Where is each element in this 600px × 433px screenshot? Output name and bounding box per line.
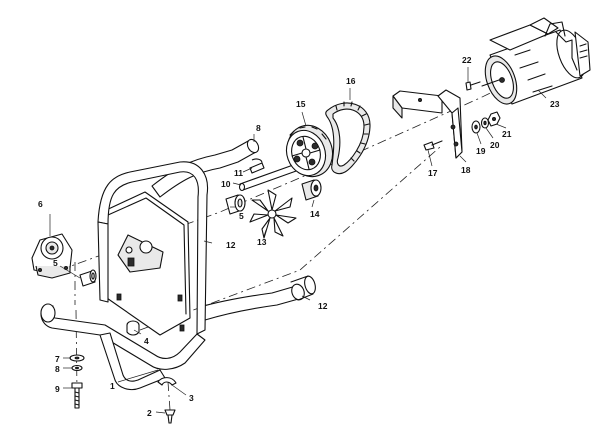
callout-18: 18 <box>461 165 471 175</box>
callout-12: 12 <box>226 240 236 250</box>
key-11 <box>249 158 265 174</box>
foot-pad <box>126 320 140 336</box>
timing-belt-16 <box>325 101 371 175</box>
main-frame <box>40 161 209 391</box>
callout-19: 19 <box>476 146 486 156</box>
bolt-9 <box>71 382 83 409</box>
callout-13: 13 <box>257 237 267 247</box>
lock-washer-8 <box>71 364 83 372</box>
callout-5: 5 <box>53 258 58 268</box>
bushing-5 <box>225 194 246 215</box>
callout-17: 17 <box>428 168 438 178</box>
callout-1: 1 <box>110 381 115 391</box>
callout-4: 4 <box>144 336 149 346</box>
callout-6: 6 <box>38 199 43 209</box>
callout-labels: 6 5 8 11 10 5 14 13 12 12 15 16 17 18 19… <box>38 55 560 418</box>
leader-lines <box>49 67 547 414</box>
callout-8-lower: 8 <box>55 364 60 374</box>
callout-21: 21 <box>502 129 512 139</box>
pillow-block-bearing <box>31 233 73 279</box>
washer-19 <box>471 120 481 134</box>
callout-12-lower: 12 <box>318 301 328 311</box>
shaft-10 <box>238 163 300 192</box>
screw-17 <box>423 140 443 151</box>
spacer-left <box>79 269 97 287</box>
callout-22: 22 <box>462 55 472 65</box>
fan-13 <box>249 189 297 239</box>
callout-15: 15 <box>296 99 306 109</box>
motor-23 <box>481 17 591 105</box>
callout-14: 14 <box>310 209 320 219</box>
callout-20: 20 <box>490 140 500 150</box>
stud-22 <box>465 81 481 91</box>
callout-2: 2 <box>147 408 152 418</box>
clip-3 <box>157 377 177 386</box>
lock-washer-20 <box>480 117 490 129</box>
callout-8: 8 <box>256 123 261 133</box>
large-pulley-15 <box>285 124 334 178</box>
nut-21 <box>487 111 501 127</box>
lower-tube <box>199 275 316 321</box>
washer-7 <box>69 354 85 362</box>
callout-23: 23 <box>550 99 560 109</box>
callout-5-right: 5 <box>239 211 244 221</box>
callout-3: 3 <box>189 393 194 403</box>
callout-7: 7 <box>55 354 60 364</box>
callout-16: 16 <box>346 76 356 86</box>
callout-11: 11 <box>234 168 243 178</box>
motor-bracket-18 <box>392 89 463 159</box>
callout-10: 10 <box>221 179 231 189</box>
callout-9: 9 <box>55 384 60 394</box>
drive-pulley-14 <box>301 179 322 201</box>
screw-2 <box>164 409 176 424</box>
